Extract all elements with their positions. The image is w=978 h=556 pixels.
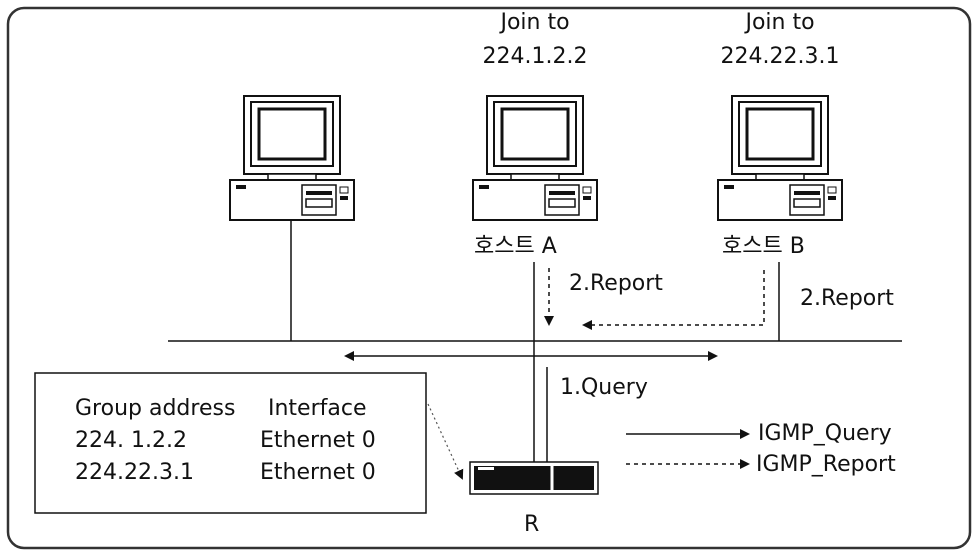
- table-pointer: [427, 403, 464, 480]
- host-a-computer-icon: [472, 95, 598, 221]
- report-arrow-b: [582, 270, 765, 330]
- legend-report-label: IGMP_Report: [756, 452, 896, 477]
- table-row-2-group: 224.22.3.1: [75, 460, 194, 485]
- table-header-group: Group address: [75, 396, 236, 421]
- host-b-join-label: Join to: [745, 10, 815, 35]
- outer-frame: [6, 6, 972, 550]
- host-left-computer-icon: [229, 95, 355, 221]
- table-row-1-group: 224. 1.2.2: [75, 428, 187, 453]
- host-b-label: 호스트 B: [722, 234, 805, 259]
- router-icon: [469, 461, 599, 495]
- host-a-label: 호스트 A: [474, 234, 557, 259]
- table-header-interface: Interface: [268, 396, 367, 421]
- table-row-1-interface: Ethernet 0: [260, 428, 376, 453]
- host-b-computer-icon: [717, 95, 843, 221]
- table-box: [34, 372, 427, 514]
- host-b-report-label: 2.Report: [800, 286, 894, 311]
- host-a-join-label: Join to: [500, 10, 570, 35]
- host-b-join-address: 224.22.3.1: [720, 44, 840, 69]
- table-row-2-interface: Ethernet 0: [260, 460, 376, 485]
- legend-query-label: IGMP_Query: [758, 421, 892, 446]
- host-a-join-address: 224.1.2.2: [482, 44, 588, 69]
- router-query-label: 1.Query: [560, 375, 648, 400]
- host-a-report-label: 2.Report: [569, 271, 663, 296]
- router-label: R: [524, 512, 540, 537]
